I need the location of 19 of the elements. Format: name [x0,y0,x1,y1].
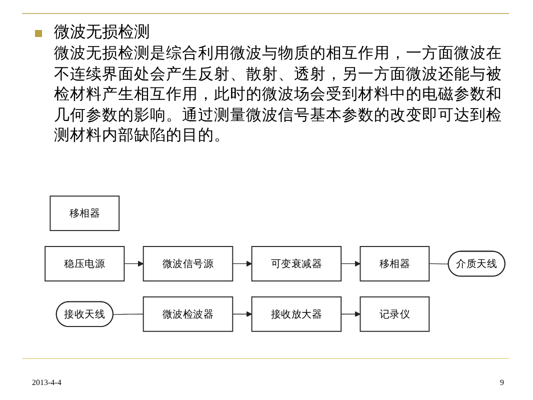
node-box: 微波检波器 [142,296,234,332]
node-box: 移相器 [50,196,120,232]
node-box: 移相器 [360,246,430,282]
connector [112,314,144,316]
node-box: 微波信号源 [142,246,234,282]
arrow [340,312,360,318]
node-box: 记录仪 [360,296,430,332]
node-box: 可变衰减器 [251,246,342,282]
date-text: 2013-4-4 [32,378,62,387]
connector [428,264,449,265]
node-box: 接收放大器 [251,296,342,332]
arrow [124,261,144,267]
arrow [232,312,252,318]
heading: 微波无损检测 [54,22,150,43]
arrow [340,261,360,267]
body-paragraph: 微波无损检测是综合利用微波与物质的相互作用，一方面微波在不连续界面处会产生反射、散射、透射，另一方面微波还能与被检材料产生相互作用，此时的微波场会受到材料中的电磁参数和几何参数的影响。通过测量微波信号基本参数的改变即可达到检测材料内部缺陷的目的。 [54,43,503,146]
node-box: 稳压电源 [44,246,125,282]
page-number: 9 [500,378,504,387]
arrow [232,261,252,267]
